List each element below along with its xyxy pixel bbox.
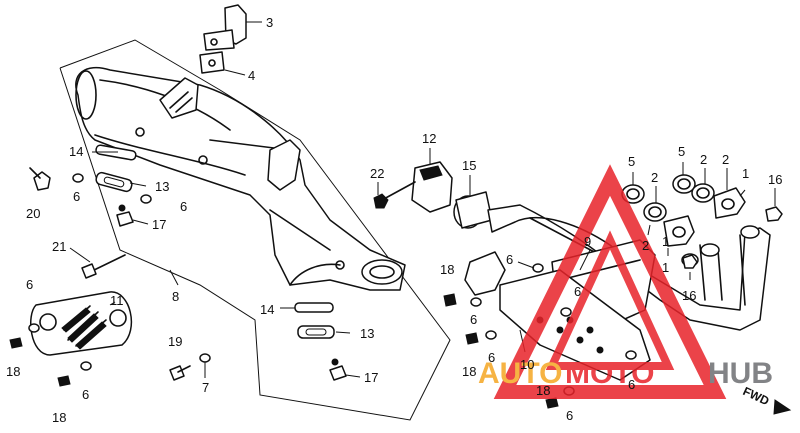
- washer-part-6j: [625, 350, 637, 360]
- callout-1: 1: [662, 234, 669, 249]
- clip-part-17a: [116, 204, 134, 227]
- callout-12: 12: [422, 131, 436, 146]
- nut-part-16a: [765, 206, 783, 222]
- callout-18: 18: [462, 364, 476, 379]
- muffler-body: [75, 66, 406, 291]
- washer-part-6e: [532, 263, 544, 273]
- watermark-word-moto: MOTO: [565, 357, 654, 390]
- heat-shield-part-11: [29, 291, 133, 356]
- callout-6: 6: [73, 189, 80, 204]
- nut-part-16b: [682, 254, 698, 269]
- callout-4: 4: [248, 68, 255, 83]
- callout-2: 2: [642, 238, 649, 253]
- callout-18: 18: [536, 383, 550, 398]
- callout-1: 1: [662, 260, 669, 275]
- pad-part-13a: [95, 171, 133, 193]
- washer-part-6h: [560, 307, 572, 317]
- callout-13: 13: [155, 179, 169, 194]
- callout-1: 1: [742, 166, 749, 181]
- forward-arrow-icon: [773, 399, 792, 415]
- joint-flange-part-1a: [713, 187, 746, 219]
- callout-2: 2: [651, 170, 658, 185]
- callout-17: 17: [364, 370, 378, 385]
- callout-5: 5: [678, 144, 685, 159]
- callout-9: 9: [584, 234, 591, 249]
- bolt-part-22: [373, 181, 416, 209]
- clip-part-17b: [329, 358, 347, 381]
- callout-19: 19: [168, 334, 182, 349]
- callout-18: 18: [6, 364, 20, 379]
- washer-part-6f: [485, 330, 497, 340]
- callout-18: 18: [440, 262, 454, 277]
- callout-2: 2: [700, 152, 707, 167]
- bolt-part-18b: [57, 375, 71, 387]
- watermark: AUTO MOTO HUB: [478, 164, 773, 399]
- callout-6: 6: [628, 377, 635, 392]
- callout-6: 6: [26, 277, 33, 292]
- bolt-part-18a: [9, 337, 23, 349]
- bracket-part-3: [203, 4, 247, 51]
- collar-part-2a: [643, 202, 667, 222]
- callout-2: 2: [722, 152, 729, 167]
- callout-11: 11: [110, 293, 124, 308]
- callout-6: 6: [566, 408, 573, 423]
- callout-15: 15: [462, 158, 476, 173]
- callout-14: 14: [260, 302, 274, 317]
- clamp-part-12: [411, 161, 453, 213]
- callout-6: 6: [180, 199, 187, 214]
- callout-6: 6: [574, 284, 581, 299]
- washer-part-6a: [72, 173, 84, 183]
- callout-16: 16: [682, 288, 696, 303]
- pad-part-13b: [297, 325, 335, 339]
- callout-16: 16: [768, 172, 782, 187]
- callout-10: 10: [520, 357, 534, 372]
- callout-6: 6: [506, 252, 513, 267]
- callout-14: 14: [69, 144, 83, 159]
- muffler-group-outline: [59, 39, 451, 421]
- callout-3: 3: [266, 15, 273, 30]
- callout-13: 13: [360, 326, 374, 341]
- gasket-part-5b: [672, 174, 696, 194]
- callout-7: 7: [202, 380, 209, 395]
- washer-part-6d: [80, 361, 92, 371]
- callout-20: 20: [26, 206, 40, 221]
- collar-part-2b: [691, 183, 715, 203]
- long-bolt-part-21: [81, 254, 126, 279]
- bolt-part-18d: [465, 332, 479, 345]
- callout-18: 18: [52, 410, 66, 425]
- joint-flange-part-1b: [663, 215, 695, 247]
- callout-22: 22: [370, 166, 384, 181]
- watermark-triangle-inner: [545, 230, 675, 370]
- callout-6: 6: [470, 312, 477, 327]
- watermark-word-hub: HUB: [708, 357, 773, 390]
- bracket-part-18c: [443, 251, 506, 307]
- callout-6: 6: [82, 387, 89, 402]
- bracket-part-4: [199, 51, 225, 74]
- callout-labels: 3 4 14 6 13 6 17 20 21 8 6 11 18 19 7 18…: [6, 15, 782, 425]
- callout-17: 17: [152, 217, 166, 232]
- rubber-pad-part-14b: [294, 302, 334, 313]
- callout-21: 21: [52, 239, 66, 254]
- washer-part-7: [199, 353, 211, 363]
- callout-6: 6: [488, 350, 495, 365]
- watermark-word-auto: AUTO: [478, 357, 562, 390]
- gasket-part-15: [453, 191, 493, 229]
- watermark-triangle-logo: [493, 164, 727, 399]
- bolt-part-18e: [545, 397, 559, 409]
- washer-part-6c: [28, 323, 40, 333]
- callout-5: 5: [628, 154, 635, 169]
- bolt-part-20: [29, 167, 51, 191]
- callout-8: 8: [172, 289, 179, 304]
- bolt-part-19: [169, 365, 191, 381]
- washer-part-6b: [140, 194, 152, 204]
